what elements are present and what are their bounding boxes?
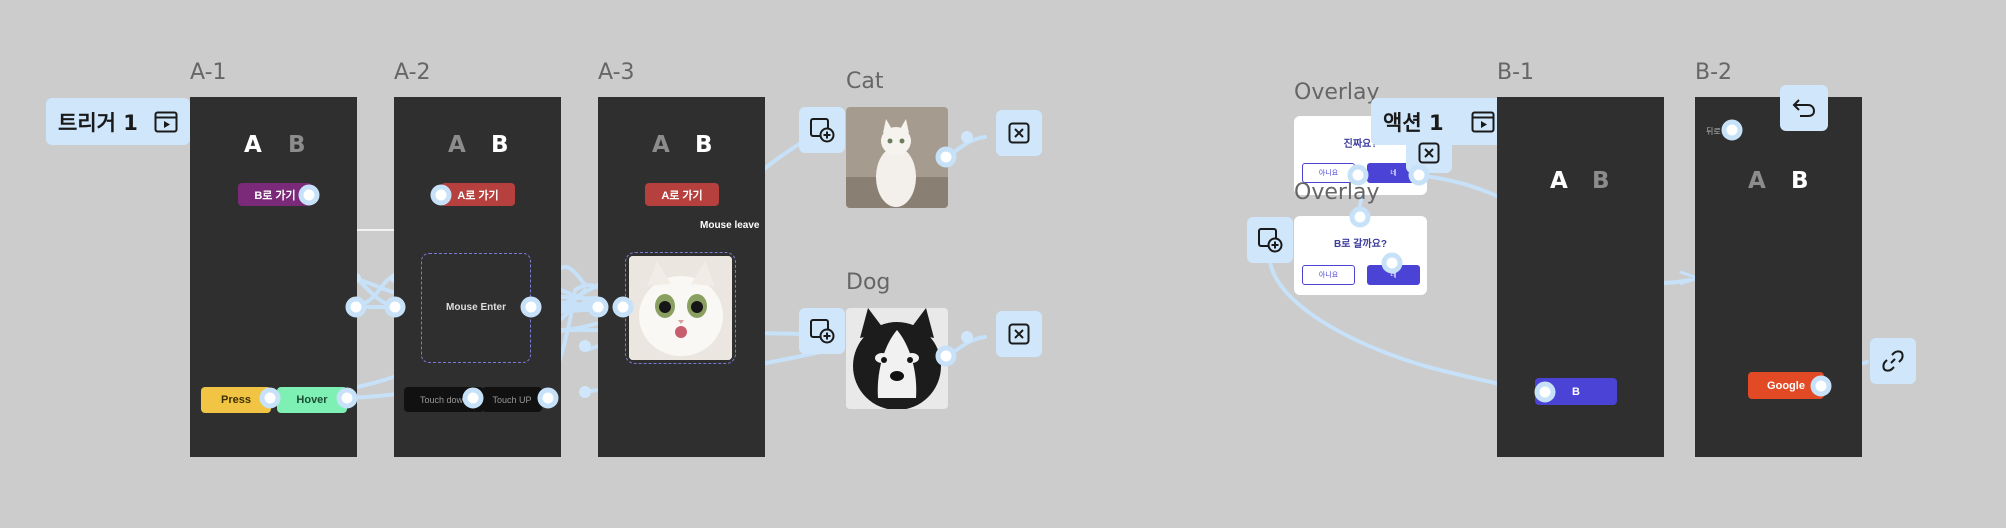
back-arrow-icon <box>1792 99 1816 117</box>
touch-up-button[interactable]: Touch UP <box>482 387 542 412</box>
cat-title: Cat <box>846 69 884 94</box>
trigger-1-label: 트리거 1 <box>58 110 138 135</box>
add-overlay-cat-button[interactable] <box>799 107 845 153</box>
tab-b-label: B <box>1592 168 1610 194</box>
overlay-2-dialog[interactable]: B로 갈까요? 아니요 네 <box>1294 216 1427 295</box>
add-overlay-dog-button[interactable] <box>799 308 845 354</box>
hover-button[interactable]: Hover <box>277 387 347 413</box>
overlay-2-question: B로 갈까요? <box>1334 239 1387 250</box>
overlay-1-question: 진짜요? <box>1343 139 1378 150</box>
tab-a-label: A <box>1550 168 1568 194</box>
action-1-label: 액션 1 <box>1383 110 1444 135</box>
tab-a-label: A <box>1748 168 1766 194</box>
tab-b-label: B <box>1791 168 1809 194</box>
frame-title-a3: A-3 <box>598 60 635 85</box>
mouse-leave-label: Mouse leave <box>700 220 760 231</box>
surprised-cat-image <box>629 256 732 360</box>
dog-title: Dog <box>846 270 891 295</box>
goto-a-button[interactable]: A로 가기 <box>441 183 515 206</box>
close-icon <box>1008 323 1030 345</box>
link-icon <box>1882 350 1904 372</box>
open-frame-icon <box>154 111 178 133</box>
tab-b-label: B <box>491 132 509 158</box>
tab-a-label: A <box>652 132 670 158</box>
back-link[interactable]: 뒤로 <box>1706 127 1721 136</box>
mouse-enter-label: Mouse Enter <box>446 302 507 313</box>
overlay-1-title: Overlay <box>1294 80 1380 105</box>
back-action-button[interactable] <box>1780 85 1828 131</box>
close-icon <box>1418 142 1440 164</box>
tab-a-label: A <box>448 132 466 158</box>
press-button[interactable]: Press <box>201 387 271 413</box>
close-dog-button[interactable] <box>996 311 1042 357</box>
cat-image <box>846 107 948 208</box>
frame-title-a2: A-2 <box>394 60 431 85</box>
frame-title-b2: B-2 <box>1695 60 1733 85</box>
add-overlay-icon <box>810 118 835 143</box>
trigger-1-pill[interactable]: 트리거 1 <box>46 98 190 145</box>
goto-a-button[interactable]: A로 가기 <box>645 183 719 206</box>
goto-b-button[interactable]: B로 가기 <box>238 183 312 206</box>
tab-b-label: B <box>288 132 306 158</box>
close-cat-button[interactable] <box>996 110 1042 156</box>
frame-title-b1: B-1 <box>1497 60 1535 85</box>
add-overlay-icon <box>810 319 835 344</box>
overlay-2-no-button[interactable]: 아니요 <box>1302 265 1355 285</box>
open-link-button[interactable] <box>1870 338 1916 384</box>
add-overlay-button[interactable] <box>1247 217 1293 263</box>
close-icon <box>1008 122 1030 144</box>
tab-a-label: A <box>244 132 262 158</box>
tab-b-label: B <box>695 132 713 158</box>
open-frame-icon <box>1471 111 1495 133</box>
overlay-2-yes-button[interactable]: 네 <box>1367 265 1420 285</box>
add-overlay-icon <box>1258 228 1283 253</box>
overlay-2-title: Overlay <box>1294 180 1380 205</box>
frame-title-a1: A-1 <box>190 60 227 85</box>
dog-image <box>846 308 948 409</box>
